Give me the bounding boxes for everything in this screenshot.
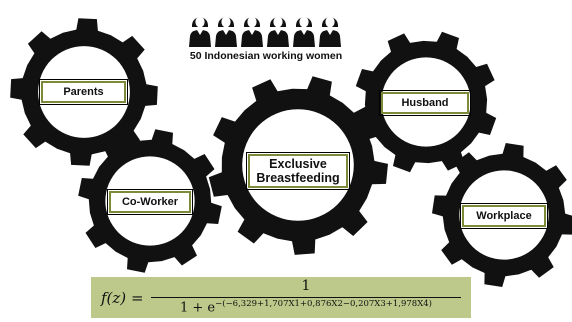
woman-icon bbox=[189, 16, 211, 47]
formula-denominator: 1 + e−(−6,329+1,707X1+0,876X2−0,207X3+1,… bbox=[151, 299, 461, 315]
formula-exponent: −(−6,329+1,707X1+0,876X2−0,207X3+1,978X4… bbox=[215, 299, 432, 309]
women-caption: 50 Indonesian working women bbox=[189, 50, 343, 62]
label-parents: Parents bbox=[39, 79, 128, 105]
woman-icon bbox=[319, 16, 341, 47]
woman-icon bbox=[267, 16, 289, 47]
formula-lhs: f(z) = bbox=[101, 289, 144, 307]
label-exclusive-line1: Exclusive bbox=[269, 157, 327, 171]
label-husband: Husband bbox=[379, 90, 471, 116]
formula-lhs-text: f(z) bbox=[101, 289, 127, 307]
women-icons-group bbox=[189, 16, 341, 47]
formula-equals: = bbox=[130, 289, 144, 307]
formula-fraction-bar bbox=[151, 297, 461, 298]
logistic-formula: f(z) = 1 1 + e−(−6,329+1,707X1+0,876X2−0… bbox=[91, 277, 471, 318]
formula-numerator: 1 bbox=[301, 278, 311, 294]
label-exclusive-breastfeeding: Exclusive Breastfeeding bbox=[246, 152, 350, 190]
label-exclusive-line2: Breastfeeding bbox=[256, 171, 340, 185]
label-workplace: Workplace bbox=[460, 203, 548, 229]
woman-icon bbox=[293, 16, 315, 47]
formula-denominator-base: 1 + e bbox=[180, 300, 216, 316]
formula-box: f(z) = 1 1 + e−(−6,329+1,707X1+0,876X2−0… bbox=[91, 277, 471, 318]
woman-icon bbox=[241, 16, 263, 47]
label-coworker: Co-Worker bbox=[107, 189, 193, 215]
woman-icon bbox=[215, 16, 237, 47]
